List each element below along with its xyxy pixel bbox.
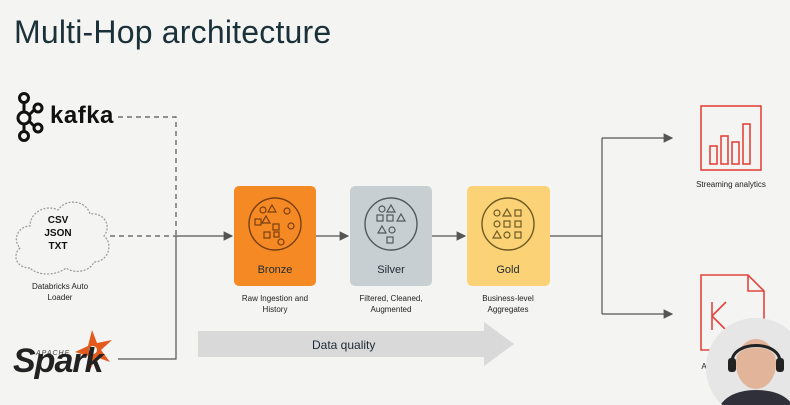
streaming-analytics-icon — [700, 105, 762, 171]
bronze-caption-line2: History — [262, 305, 288, 314]
autoloader-line1: Databricks Auto — [31, 282, 89, 291]
gold-stage — [467, 186, 550, 286]
autoloader-caption: Databricks Auto Loader — [20, 281, 100, 303]
kafka-connector — [118, 116, 177, 236]
presenter-video — [706, 318, 790, 405]
spark-apache-label: APACHE — [36, 350, 71, 357]
streaming-caption: Streaming analytics — [696, 180, 766, 189]
gold-caption: Business-level Aggregates — [463, 293, 553, 315]
spark-connector — [118, 236, 177, 360]
gold-caption-line1: Business-level — [482, 294, 534, 303]
spark-star-icon — [75, 330, 112, 370]
json-label: JSON — [44, 228, 72, 239]
silver-caption-line2: Augmented — [370, 305, 412, 314]
silver-caption-line1: Filtered, Cleaned, — [359, 294, 423, 303]
bronze-caption-line1: Raw Ingestion and — [241, 294, 309, 303]
silver-label: Silver — [377, 264, 405, 276]
bronze-label: Bronze — [257, 264, 293, 276]
bronze-caption: Raw Ingestion and History — [230, 293, 320, 315]
ml-caption-partial: A — [701, 362, 707, 371]
spark-logo-text: Spark — [13, 342, 103, 380]
bronze-stage — [234, 186, 316, 286]
autoloader-line2: Loader — [47, 293, 73, 302]
data-quality-arrow — [198, 322, 514, 366]
txt-label: TXT — [48, 241, 68, 252]
page-title: Multi-Hop architecture — [14, 14, 332, 50]
silver-caption: Filtered, Cleaned, Augmented — [346, 293, 436, 315]
gold-label: Gold — [496, 264, 520, 276]
gold-caption-line2: Aggregates — [487, 305, 529, 314]
csv-label: CSV — [47, 215, 69, 226]
data-quality-label: Data quality — [312, 338, 376, 352]
kafka-label: kafka — [50, 102, 114, 129]
cloud-file-types: CSV JSON TXT — [26, 214, 90, 253]
presenter-avatar-icon — [706, 318, 790, 405]
kafka-icon — [16, 92, 44, 142]
silver-stage — [350, 186, 432, 286]
cloud-shape — [15, 201, 110, 275]
